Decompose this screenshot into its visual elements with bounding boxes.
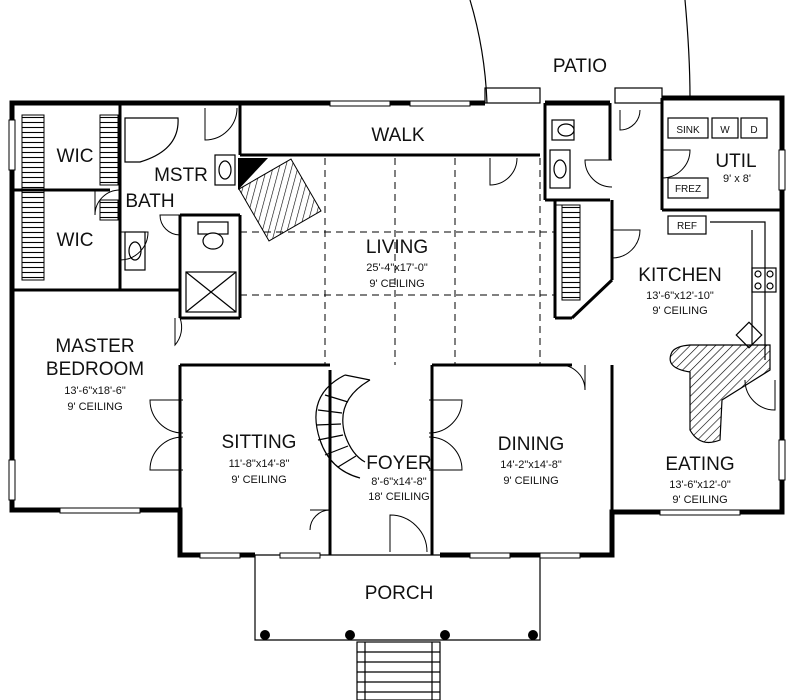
master-bedroom-dims: 13'-6"x18'-6" xyxy=(64,385,126,397)
porch-label: PORCH xyxy=(365,583,434,604)
dining-ceiling: 9' CEILING xyxy=(503,475,558,487)
eating-dims: 13'-6"x12'-0" xyxy=(669,479,731,491)
master-bedroom-label-line2: BEDROOM xyxy=(46,359,144,380)
refrigerator-label: REF xyxy=(677,221,697,232)
mstr-bath-label-line2: BATH xyxy=(125,191,174,212)
util-dims: 9' x 8' xyxy=(723,173,751,185)
windows xyxy=(8,100,786,559)
kitchen-ceiling: 9' CEILING xyxy=(652,305,707,317)
foyer-label: FOYER xyxy=(366,453,431,474)
master-bedroom-label-line1: MASTER xyxy=(55,336,134,357)
island-bar xyxy=(669,344,771,443)
spiral-stair xyxy=(315,374,371,479)
wic-bottom-label: WIC xyxy=(57,230,94,251)
freezer-label: FREZ xyxy=(675,184,701,195)
sitting-dims: 11'-8"x14'-8" xyxy=(229,458,290,470)
bath-fixtures xyxy=(124,117,575,313)
foyer-ceiling: 18' CEILING xyxy=(368,491,429,503)
util-label: UTIL xyxy=(715,151,756,172)
laundry-appliances xyxy=(667,117,768,235)
ceiling-beams xyxy=(240,158,555,365)
closet-shelves xyxy=(21,114,581,301)
sitting-label: SITTING xyxy=(222,432,297,453)
fireplace xyxy=(238,158,268,190)
wic-top-label: WIC xyxy=(57,146,94,167)
door-swings xyxy=(94,107,776,553)
washer-label: W xyxy=(720,125,730,136)
eating-ceiling: 9' CEILING xyxy=(672,494,727,506)
mstr-bath-label-line1: MSTR xyxy=(154,165,208,186)
dryer-label: D xyxy=(750,125,757,136)
eating-label: EATING xyxy=(665,454,734,475)
patio-label: PATIO xyxy=(553,56,607,77)
living-ceiling: 9' CEILING xyxy=(369,278,424,290)
sink-label: SINK xyxy=(676,125,700,136)
kitchen-counters xyxy=(710,221,777,360)
living-dims: 25'-4"x17'-0" xyxy=(366,262,428,274)
walk-label: WALK xyxy=(371,125,424,146)
porch-columns xyxy=(260,630,538,640)
kitchen-dims: 13'-6"x12'-10" xyxy=(646,290,714,302)
sitting-ceiling: 9' CEILING xyxy=(231,474,286,486)
foyer-dims: 8'-6"x14'-8" xyxy=(371,476,427,488)
dining-label: DINING xyxy=(498,434,565,455)
master-bedroom-ceiling: 9' CEILING xyxy=(67,401,122,413)
dining-dims: 14'-2"x14'-8" xyxy=(500,459,562,471)
kitchen-label: KITCHEN xyxy=(638,265,721,286)
living-label: LIVING xyxy=(366,237,428,258)
